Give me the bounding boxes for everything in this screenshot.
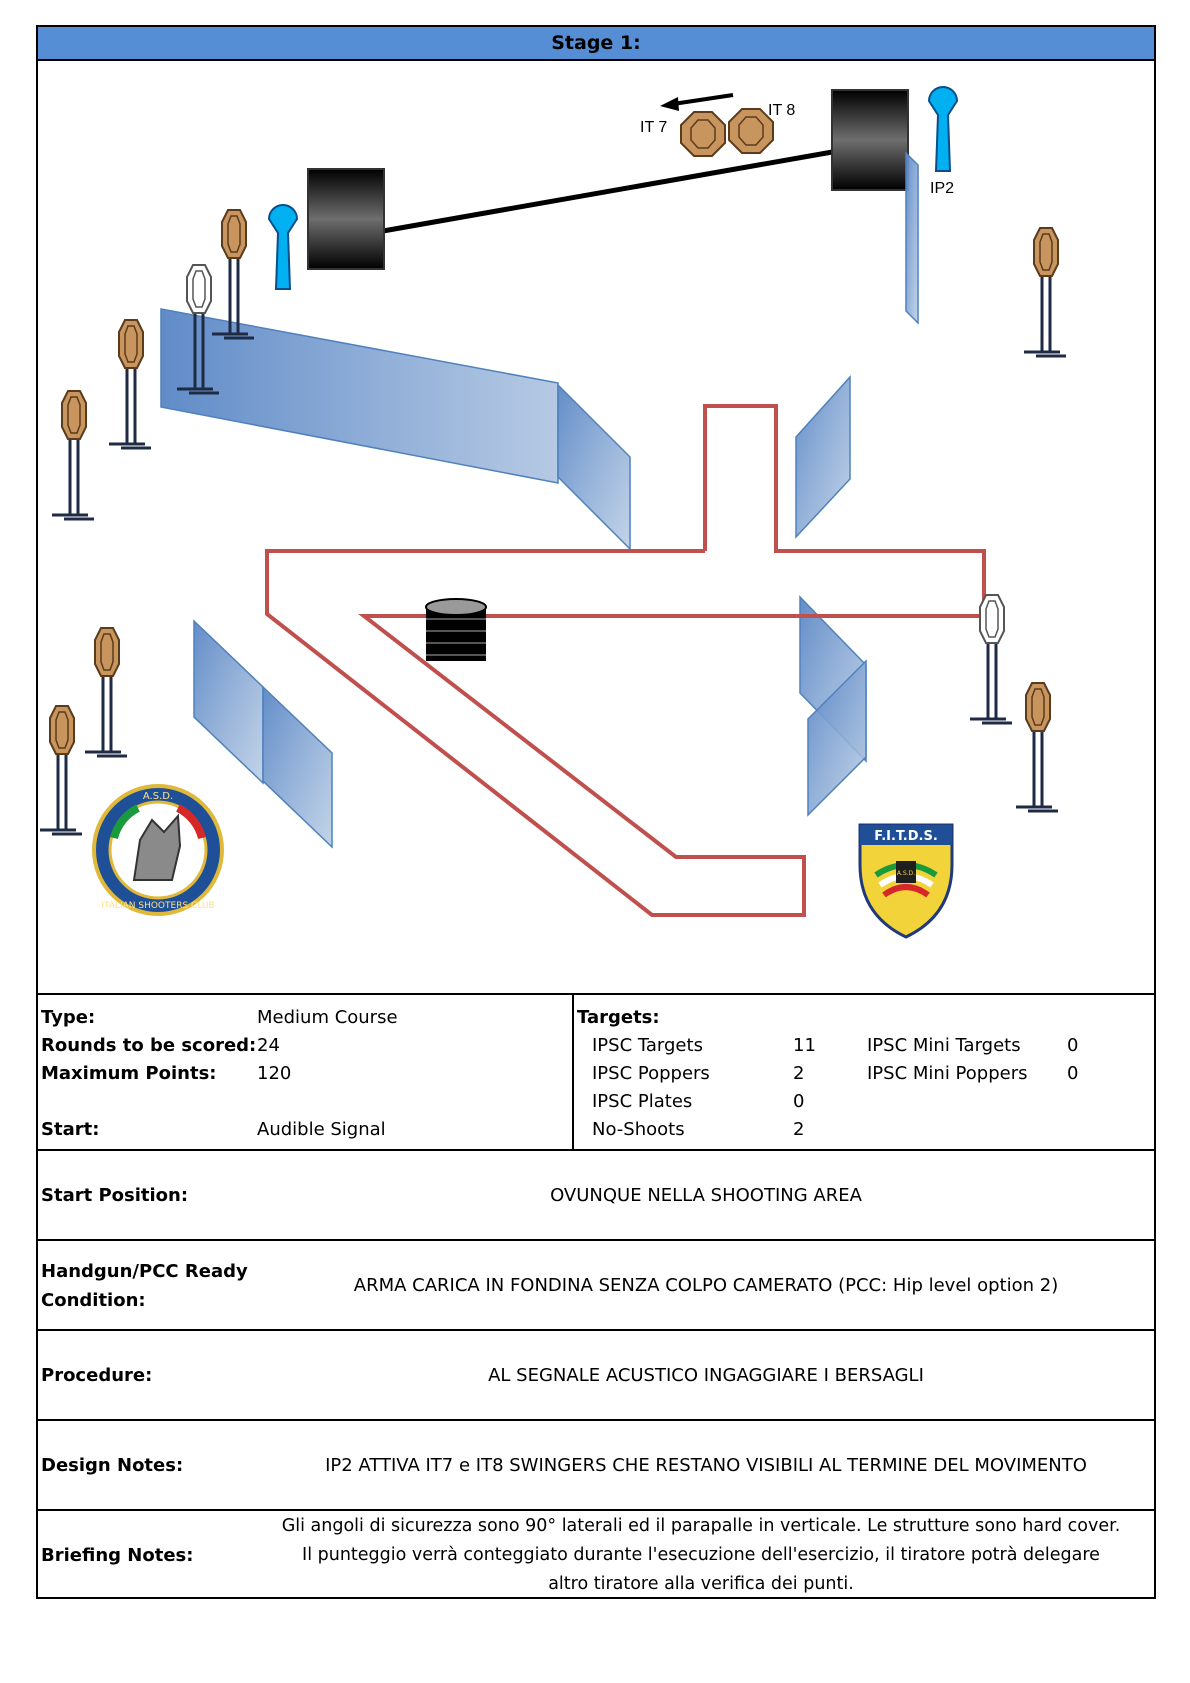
target-type-name: IPSC Plates: [592, 1091, 693, 1112]
swinger-target-it8: [728, 108, 774, 154]
target-t6: [83, 626, 129, 758]
wall-right-center: [795, 375, 851, 539]
label-ip2: IP2: [930, 180, 954, 197]
stage-title: Stage 1:: [38, 27, 1154, 61]
procedure-text: AL SEGNALE ACUSTICO INGAGGIARE I BERSAGL…: [488, 1365, 924, 1386]
target-t4: [1022, 226, 1068, 358]
briefing-notes-row: Briefing Notes: Gli angoli di sicurezza …: [38, 1509, 1154, 1599]
federation-logo: F.I.T.D.S. A.S.D.: [858, 823, 954, 939]
ready-condition-row: Handgun/PCC Ready Condition: ARMA CARICA…: [38, 1239, 1154, 1329]
wall-lower-left-1: [193, 619, 264, 785]
federation-logo-text: F.I.T.D.S.: [874, 829, 938, 844]
club-logo-text-bottom: ITALIAN SHOOTERS CLUB: [101, 901, 214, 911]
ready-condition-label-2: Condition:: [41, 1290, 146, 1311]
target-type-name: IPSC Mini Poppers: [867, 1063, 1028, 1084]
target-t1: [210, 208, 256, 340]
rounds-label: Rounds to be scored:: [41, 1035, 257, 1056]
target-type-name: No-Shoots: [592, 1119, 685, 1140]
stage-info: Type: Medium Course Rounds to be scored:…: [38, 993, 1154, 1149]
start-position-row: Start Position: OVUNQUE NELLA SHOOTING A…: [38, 1149, 1154, 1239]
target-type-count: 0: [1067, 1035, 1079, 1056]
popper-left: [268, 204, 298, 290]
label-it7: IT 7: [640, 119, 667, 136]
rounds-value: 24: [257, 1035, 280, 1056]
wall-lower-left-2: [262, 685, 333, 849]
ready-condition-label-1: Handgun/PCC Ready: [41, 1261, 248, 1282]
wall-right-narrow: [905, 151, 919, 325]
federation-logo-inner-text: A.S.D.: [897, 870, 915, 877]
info-divider: [572, 995, 574, 1149]
design-notes-text: IP2 ATTIVA IT7 e IT8 SWINGERS CHE RESTAN…: [325, 1455, 1087, 1476]
ready-condition-text: ARMA CARICA IN FONDINA SENZA COLPO CAMER…: [353, 1275, 1059, 1296]
design-notes-label: Design Notes:: [41, 1455, 184, 1476]
label-it8: IT 8: [768, 102, 795, 119]
club-logo-text-top: A.S.D.: [143, 791, 173, 802]
activator-box-left: [307, 168, 385, 270]
barrel: [425, 598, 487, 661]
procedure-row: Procedure: AL SEGNALE ACUSTICO INGAGGIAR…: [38, 1329, 1154, 1419]
target-type-count: 0: [1067, 1063, 1079, 1084]
target-type-count: 11: [793, 1035, 816, 1056]
target-type-name: IPSC Poppers: [592, 1063, 710, 1084]
wall-lower-right-2: [807, 659, 867, 817]
procedure-label: Procedure:: [41, 1365, 153, 1386]
type-value: Medium Course: [257, 1007, 398, 1028]
swinger-target-it7: [680, 111, 726, 157]
activator-box-right: [831, 89, 909, 191]
activator-cable: [382, 148, 839, 234]
club-logo: A.S.D. ITALIAN SHOOTERS CLUB: [92, 784, 224, 916]
stage-sheet: Stage 1:: [36, 25, 1156, 1599]
target-type-name: IPSC Mini Targets: [867, 1035, 1021, 1056]
popper-ip2: [928, 86, 958, 172]
stage-diagram: IT 7 IT 8 IP2: [38, 61, 1154, 993]
start-position-label: Start Position:: [41, 1185, 189, 1206]
target-type-count: 0: [793, 1091, 805, 1112]
points-label: Maximum Points:: [41, 1063, 217, 1084]
design-notes-row: Design Notes: IP2 ATTIVA IT7 e IT8 SWING…: [38, 1419, 1154, 1509]
stage-diagram-svg: IT 7 IT 8 IP2: [38, 86, 1068, 939]
target-t7: [38, 704, 84, 836]
briefing-notes-label: Briefing Notes:: [41, 1545, 194, 1566]
swing-arrow: [672, 93, 734, 106]
target-type-count: 2: [793, 1063, 805, 1084]
target-type-name: IPSC Targets: [592, 1035, 703, 1056]
points-value: 120: [257, 1063, 292, 1084]
target-t5: [1014, 681, 1060, 813]
target-t2: [107, 318, 153, 450]
start-label: Start:: [41, 1119, 100, 1140]
briefing-notes-line-3: altro tiratore alla verifica dei punti.: [548, 1574, 854, 1594]
start-value: Audible Signal: [257, 1119, 386, 1140]
start-position-text: OVUNQUE NELLA SHOOTING AREA: [550, 1185, 862, 1206]
type-label: Type:: [41, 1007, 96, 1028]
targets-label: Targets:: [577, 1007, 660, 1028]
swing-arrowhead: [660, 97, 679, 111]
fault-line: [265, 404, 986, 917]
wall-angled-center: [557, 383, 631, 551]
target-type-count: 2: [793, 1119, 805, 1140]
wall-long-left: [160, 308, 559, 484]
briefing-notes-line-2: Il punteggio verrà conteggiato durante l…: [302, 1545, 1100, 1565]
target-t3: [50, 389, 96, 521]
briefing-notes-line-1: Gli angoli di sicurezza sono 90° lateral…: [281, 1516, 1121, 1536]
